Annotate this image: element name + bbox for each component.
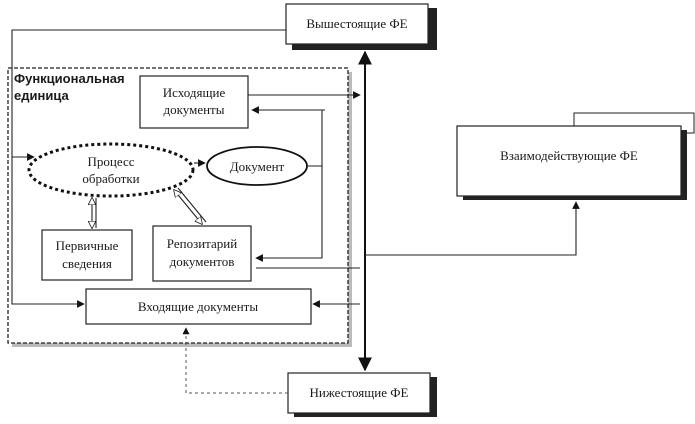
functional-unit-label-line1: Функциональная: [14, 71, 125, 86]
primary-info-label-line1: Первичные: [56, 238, 119, 253]
document-label: Документ: [230, 159, 285, 174]
document-to-repository: [255, 165, 323, 262]
connectors: [11, 29, 580, 394]
process-repository-link-2: [177, 187, 207, 223]
repository-node: Репозитарий документов: [152, 225, 252, 282]
process-repository-link: [174, 190, 202, 224]
primary-info-label-line2: сведения: [62, 256, 112, 271]
incoming-docs-label: Входящие документы: [138, 299, 258, 314]
repository-label-line2: документов: [170, 254, 235, 269]
interacting-fe-node: Взаимодействующие ФЕ: [456, 112, 695, 200]
document-node: Документ: [206, 146, 308, 186]
outgoing-docs-label-line1: Исходящие: [163, 85, 226, 100]
interacting-fe-label: Взаимодействующие ФЕ: [500, 148, 638, 163]
process-label-line2: обработки: [82, 171, 139, 186]
process-node: Процесс обработки: [27, 142, 195, 198]
primary-info-node: Первичные сведения: [41, 229, 133, 281]
bus-to-interacting: [365, 201, 580, 256]
repository-label-line1: Репозитарий: [167, 236, 237, 251]
outgoing-docs-label-line2: документы: [164, 102, 225, 117]
outgoing-docs-node: Исходящие документы: [139, 75, 249, 129]
lower-fe-to-incoming: [182, 327, 288, 394]
upper-fe-label: Вышестоящие ФЕ: [306, 16, 407, 31]
process-label-line1: Процесс: [88, 154, 135, 169]
lower-fe-node: Нижестоящие ФЕ: [287, 372, 437, 417]
upper-fe-to-incoming: [11, 29, 286, 308]
functional-unit-label-line2: единица: [14, 88, 69, 103]
incoming-docs-node: Входящие документы: [85, 288, 312, 325]
lower-fe-label: Нижестоящие ФЕ: [310, 385, 409, 400]
upper-fe-node: Вышестоящие ФЕ: [285, 3, 437, 50]
